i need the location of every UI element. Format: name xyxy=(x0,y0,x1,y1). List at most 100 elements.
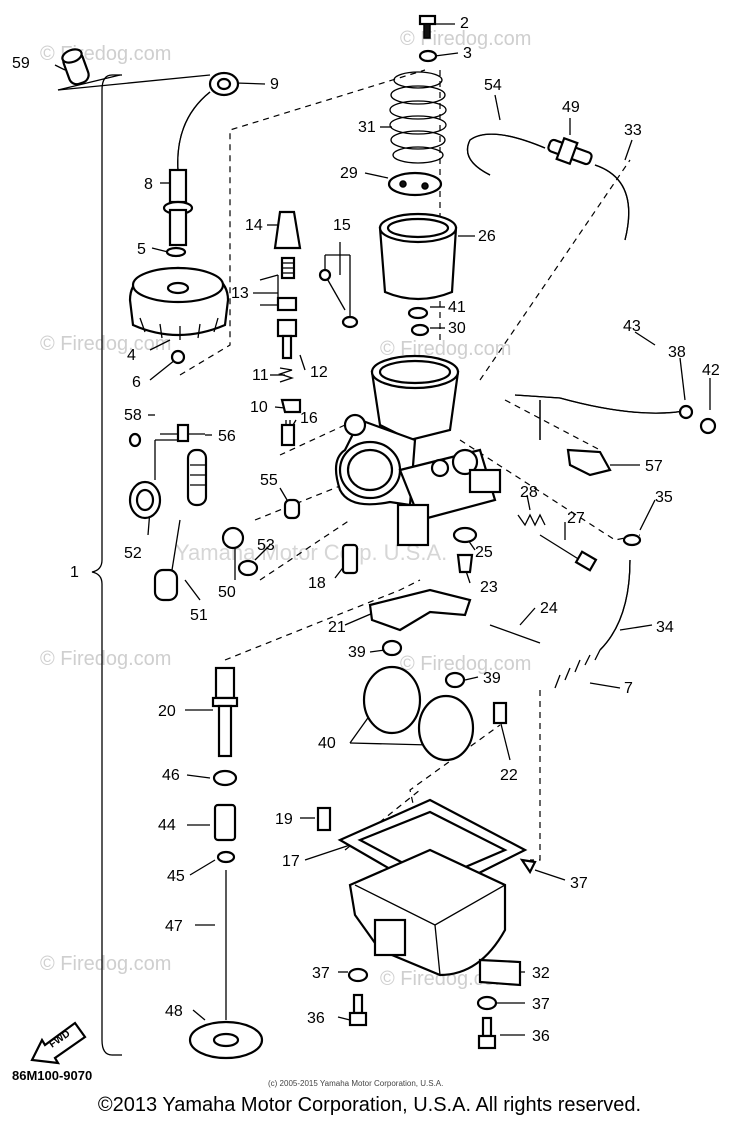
callout-48: 48 xyxy=(165,1003,183,1020)
part-57-bracket xyxy=(566,448,612,477)
callout-38: 38 xyxy=(668,344,686,361)
watermark-text: © Firedog.com xyxy=(40,953,171,975)
callout-39: 39 xyxy=(483,670,501,687)
callout-42: 42 xyxy=(702,362,720,379)
part-24-screw xyxy=(489,624,541,644)
part-42-clip xyxy=(699,417,717,435)
part-43-hose xyxy=(514,394,691,414)
part-3-washer xyxy=(418,49,438,63)
small-copyright: (c) 2005-2015 Yamaha Motor Corporation, … xyxy=(268,1079,443,1088)
callout-36: 36 xyxy=(307,1010,325,1027)
part-23-jet xyxy=(456,553,474,574)
watermark-text: © Firedog.com xyxy=(40,648,171,670)
watermarks: © Firedog.com © Firedog.com © Firedog.co… xyxy=(40,28,531,990)
part-49-joint xyxy=(547,136,593,166)
callout-37: 37 xyxy=(532,996,550,1013)
callout-57: 57 xyxy=(645,458,663,475)
callout-55: 55 xyxy=(260,472,278,489)
callout-37: 37 xyxy=(312,965,330,982)
part-45-oring xyxy=(216,850,236,864)
part-8-tube xyxy=(162,168,194,247)
callout-25: 25 xyxy=(475,544,493,561)
part-39-spacer xyxy=(444,671,466,689)
watermark-text: © Firedog.com xyxy=(380,968,511,990)
callout-40: 40 xyxy=(318,735,336,752)
callout-21: 21 xyxy=(328,619,346,636)
callout-30: 30 xyxy=(448,320,466,337)
part-15-needle xyxy=(318,268,359,329)
part-11-spring xyxy=(277,367,295,383)
part-12-screw xyxy=(276,318,298,360)
callout-34: 34 xyxy=(656,619,674,636)
callout-20: 20 xyxy=(158,703,176,720)
part-25-washer xyxy=(452,526,478,544)
callout-11: 11 xyxy=(252,367,269,384)
callout-56: 56 xyxy=(218,428,236,445)
callout-37: 37 xyxy=(570,875,588,892)
callout-47: 47 xyxy=(165,918,183,935)
callout-numbers: 59 2 3 9 54 49 33 31 8 29 14 15 26 5 13 … xyxy=(12,15,720,1045)
part-46-washer xyxy=(212,769,238,787)
part-34-hose xyxy=(599,559,631,651)
callout-22: 22 xyxy=(500,767,518,784)
callout-12: 12 xyxy=(310,364,328,381)
part-13-screw xyxy=(276,256,298,312)
part-28-spring xyxy=(517,513,546,527)
callout-53: 53 xyxy=(257,537,275,554)
part-36-screw xyxy=(348,993,368,1027)
callout-36: 36 xyxy=(532,1028,550,1045)
part-35-clip xyxy=(622,533,642,547)
part-55-plug xyxy=(283,498,301,520)
callout-54: 54 xyxy=(484,77,502,94)
part-20-tube xyxy=(211,666,239,758)
part-37-washer xyxy=(347,967,369,983)
part-36-screw xyxy=(477,1016,497,1050)
part-37-washer xyxy=(476,995,498,1011)
watermark-text: © Firedog.com xyxy=(380,338,511,360)
callout-39: 39 xyxy=(348,644,366,661)
watermark-text: © Firedog.com xyxy=(400,653,531,675)
callout-44: 44 xyxy=(158,817,176,834)
part-58-washer xyxy=(128,432,142,448)
callout-18: 18 xyxy=(308,575,326,592)
callout-2: 2 xyxy=(460,15,469,32)
part-41-washer xyxy=(407,306,429,320)
callout-52: 52 xyxy=(124,545,142,562)
callout-10: 10 xyxy=(250,399,268,416)
part-50-nut xyxy=(221,526,245,550)
callout-51: 51 xyxy=(190,607,208,624)
watermark-text: © Firedog.com xyxy=(40,43,171,65)
callout-32: 32 xyxy=(532,965,550,982)
part-carb-body xyxy=(334,354,502,547)
part-9-nut xyxy=(208,71,240,97)
part-18-jet xyxy=(341,543,359,575)
callout-7: 7 xyxy=(624,680,633,697)
part-32-bracket xyxy=(478,958,522,987)
diagram-code: 86M100-9070 xyxy=(12,1068,92,1083)
part-16-screw xyxy=(280,420,296,447)
part-5-oring xyxy=(165,246,187,258)
callout-58: 58 xyxy=(124,407,142,424)
part-29-plate xyxy=(387,171,443,197)
watermark-text: © Firedog.com xyxy=(400,28,531,50)
callout-43: 43 xyxy=(623,318,641,335)
callout-3: 3 xyxy=(463,45,472,62)
part-27-screw xyxy=(539,534,598,572)
part-14-cap xyxy=(273,210,302,250)
callout-28: 28 xyxy=(520,484,538,501)
callout-26: 26 xyxy=(478,228,496,245)
callout-1: 1 xyxy=(70,564,79,581)
part-21-plate xyxy=(368,588,472,632)
callout-35: 35 xyxy=(655,489,673,506)
part-7-spring xyxy=(554,649,601,689)
callout-9: 9 xyxy=(270,76,279,93)
part-4-cap xyxy=(128,266,230,340)
callout-8: 8 xyxy=(144,176,153,193)
part-2-screw xyxy=(418,14,437,39)
part-40-floats xyxy=(362,665,475,762)
callout-14: 14 xyxy=(245,217,263,234)
part-38-clip xyxy=(678,404,694,420)
part-19-screw xyxy=(316,806,332,832)
callout-46: 46 xyxy=(162,767,180,784)
part-shapes xyxy=(30,14,717,1065)
